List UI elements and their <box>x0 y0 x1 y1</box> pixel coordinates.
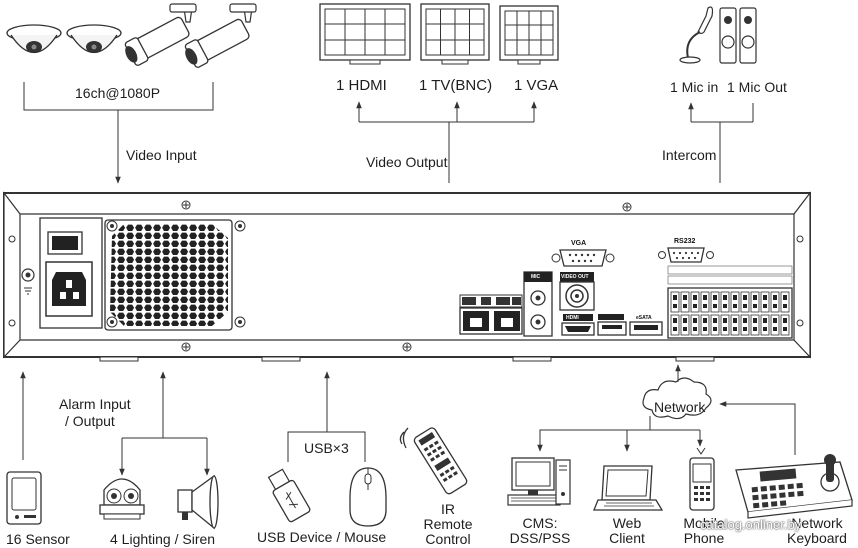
mic-port-label: MIC <box>531 274 541 280</box>
desktop-pc-icon <box>507 457 571 506</box>
vga-port-label: VGA <box>571 240 587 247</box>
esata-port <box>629 321 663 336</box>
bnc-video-out-port <box>559 272 595 311</box>
siren-icon <box>177 474 219 530</box>
esata-port-label: eSATA <box>636 315 652 321</box>
bullet-camera-icon <box>124 3 197 66</box>
video-out-port-label: VIDEO OUT <box>561 274 589 280</box>
usb-drive-icon <box>267 468 311 523</box>
network-keyboard-label: Network Keyboard <box>787 515 847 546</box>
vga-port <box>551 249 615 267</box>
rs232-port <box>658 247 714 263</box>
alarm-connector <box>119 371 210 476</box>
alarm-light-icon <box>99 478 145 520</box>
ir-remote-icon <box>399 427 468 495</box>
intercom-connector <box>688 102 754 183</box>
video-input-connector <box>23 82 214 184</box>
web-client-label: Web Client <box>609 515 645 546</box>
video-input-label: Video Input <box>126 147 197 163</box>
dome-camera-icon <box>66 24 122 53</box>
bullet-camera-icon <box>184 3 257 68</box>
power-socket-icon <box>45 261 93 317</box>
power-switch-icon <box>47 231 83 255</box>
speaker-icon <box>719 7 757 64</box>
dome-camera-icon <box>6 24 62 53</box>
tv-output-label: 1 TV(BNC) <box>419 77 493 94</box>
sensor-label: 16 Sensor <box>6 531 70 547</box>
network-cloud-icon <box>642 377 712 420</box>
vga-monitor-icon <box>499 5 559 65</box>
watermark: catalog.onliner.by <box>700 517 802 532</box>
network-keyboard-icon <box>735 454 853 519</box>
alarm-terminal-block <box>667 265 793 339</box>
screw-icon <box>8 200 804 352</box>
mobile-phone-label: Mobile Phone <box>683 515 725 546</box>
video-output-label: Video Output <box>366 154 448 170</box>
hdmi-output-label: 1 HDMI <box>336 77 387 94</box>
ground-screw-icon <box>21 268 35 295</box>
ethernet-ports <box>459 294 523 335</box>
microphone-icon <box>679 6 714 64</box>
hdmi-port <box>561 314 595 336</box>
usb-devices-label: USB Device / Mouse <box>257 529 387 545</box>
usb-count-label: USB×3 <box>304 440 349 456</box>
fan-grille <box>104 219 246 331</box>
ir-remote-label: IR Remote Control <box>423 501 473 547</box>
mobile-phone-icon <box>689 447 715 511</box>
sensor-icon <box>6 471 42 525</box>
usb-port <box>597 314 627 336</box>
mic-out-label: 1 Mic Out <box>727 79 787 95</box>
alarm-label-line2: / Output <box>65 413 115 429</box>
vga-output-label: 1 VGA <box>514 77 559 94</box>
rs232-port-label: RS232 <box>674 238 696 245</box>
hdmi-port-label: HDMI <box>566 315 579 321</box>
hdmi-monitor-icon <box>319 3 411 65</box>
cms-label: CMS: DSS/PSS <box>509 515 571 546</box>
power-supply-module <box>39 217 103 329</box>
tv-monitor-icon <box>420 3 490 65</box>
mic-in-label: 1 Mic in <box>670 79 719 95</box>
network-connector <box>537 364 796 455</box>
laptop-icon <box>593 465 664 511</box>
usb-connector <box>287 371 366 462</box>
video-output-connector <box>356 101 537 183</box>
mic-ports <box>523 271 553 337</box>
mouse-icon <box>349 467 387 527</box>
lighting-label: 4 Lighting / Siren <box>110 531 216 547</box>
alarm-label-line1: Alarm Input <box>59 396 131 412</box>
cameras-label: 16ch@1080P <box>75 85 161 101</box>
network-label: Network <box>654 399 706 415</box>
intercom-label: Intercom <box>662 147 717 163</box>
